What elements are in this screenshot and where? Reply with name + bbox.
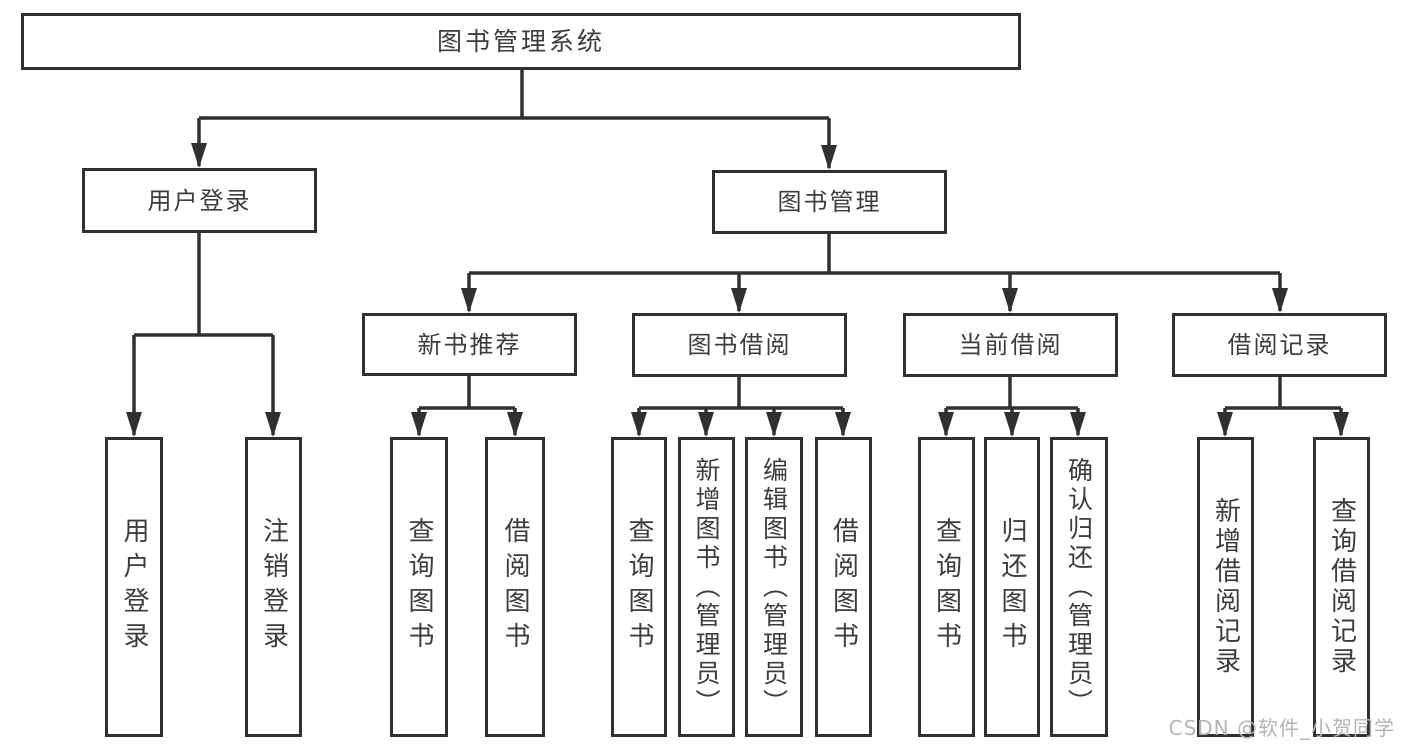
leaf-label: 注销登录 xyxy=(258,517,289,657)
leaf-query-books-current: 查询图书 xyxy=(918,437,975,737)
leaf-label: 新增图书（管理员） xyxy=(692,456,721,718)
arrowhead-icons xyxy=(126,143,1349,437)
leaf-label: 确认归还（管理员） xyxy=(1064,456,1094,718)
leaf-label: 编辑图书（管理员） xyxy=(759,456,789,718)
node-label: 借阅记录 xyxy=(1227,331,1332,359)
csdn-watermark: CSDN @软件_小贺同学 xyxy=(1168,716,1395,740)
leaf-label: 借阅图书 xyxy=(500,517,530,657)
node-label: 图书借阅 xyxy=(687,331,792,359)
node-user-login: 用户登录 xyxy=(82,168,317,233)
leaf-user-login: 用户登录 xyxy=(105,437,163,737)
node-label: 当前借阅 xyxy=(958,331,1063,359)
leaf-query-books: 查询图书 xyxy=(390,437,448,737)
leaf-label: 查询图书 xyxy=(404,517,434,657)
leaf-label: 查询图书 xyxy=(624,517,654,657)
leaf-label: 用户登录 xyxy=(119,517,149,657)
leaf-borrow-books: 借阅图书 xyxy=(485,437,545,737)
node-borrow-records: 借阅记录 xyxy=(1172,313,1387,377)
node-current-borrowing: 当前借阅 xyxy=(903,313,1118,377)
leaf-add-borrow-record: 新增借阅记录 xyxy=(1197,437,1254,737)
leaf-query-borrow-record: 查询借阅记录 xyxy=(1313,437,1370,737)
node-book-management: 图书管理 xyxy=(712,170,947,234)
node-label: 图书管理 xyxy=(777,188,882,216)
leaf-confirm-return-admin: 确认归还（管理员） xyxy=(1050,437,1108,737)
node-label: 新书推荐 xyxy=(417,330,522,359)
leaf-label: 新增借阅记录 xyxy=(1210,497,1241,677)
leaf-add-books-admin: 新增图书（管理员） xyxy=(678,437,735,737)
leaf-query-books-borrow: 查询图书 xyxy=(611,437,667,737)
leaf-borrow-books2: 借阅图书 xyxy=(815,437,872,737)
node-label: 图书管理系统 xyxy=(436,27,605,56)
node-new-book-recommend: 新书推荐 xyxy=(362,313,577,376)
leaf-return-books: 归还图书 xyxy=(984,437,1040,737)
leaf-label: 查询图书 xyxy=(931,517,962,657)
leaf-label: 查询借阅记录 xyxy=(1326,497,1357,677)
leaf-label: 归还图书 xyxy=(997,517,1027,657)
leaf-logout: 注销登录 xyxy=(245,437,302,737)
node-book-borrowing: 图书借阅 xyxy=(632,313,847,377)
node-label: 用户登录 xyxy=(147,186,252,215)
leaf-edit-books-admin: 编辑图书（管理员） xyxy=(745,437,803,737)
leaf-label: 借阅图书 xyxy=(828,517,859,657)
node-library-system: 图书管理系统 xyxy=(21,13,1021,70)
